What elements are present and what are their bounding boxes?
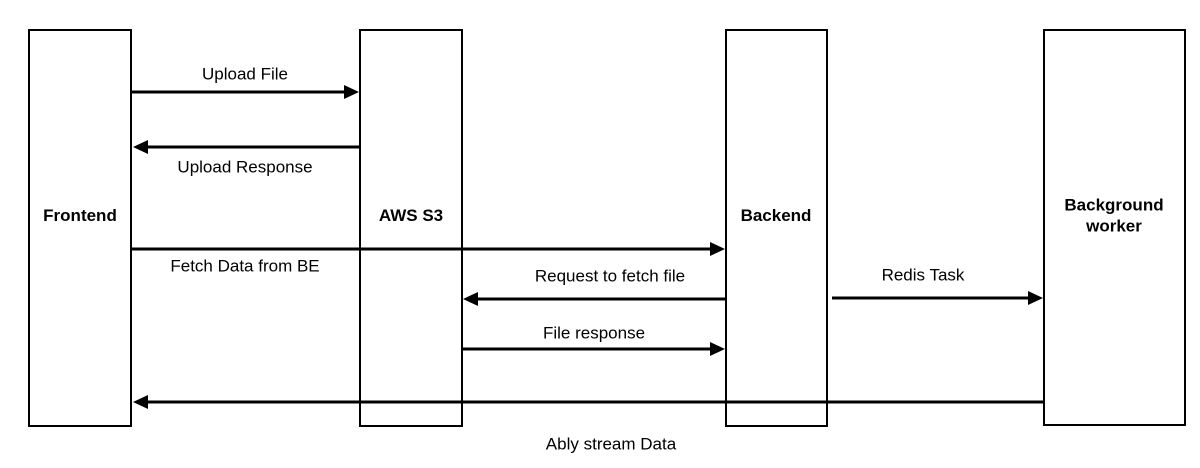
lifeline-aws-s3: AWS S3 bbox=[359, 29, 463, 427]
message-label-request-to-fetch-file: Request to fetch file bbox=[535, 266, 685, 285]
lifeline-label-frontend: Frontend bbox=[43, 206, 117, 225]
message-label-upload-file: Upload File bbox=[202, 64, 288, 83]
message-request-to-fetch-file: Request to fetch file bbox=[463, 266, 725, 306]
lifeline-box-frontend bbox=[28, 29, 132, 427]
message-label-file-response: File response bbox=[543, 323, 645, 342]
message-redis-task: Redis Task bbox=[832, 265, 1043, 305]
arrowhead-upload-file bbox=[344, 85, 359, 99]
message-file-response: File response bbox=[463, 323, 725, 356]
message-label-upload-response: Upload Response bbox=[177, 157, 312, 176]
lifeline-label-aws-s3: AWS S3 bbox=[379, 206, 443, 225]
arrowhead-fetch-data-from-be bbox=[710, 242, 725, 256]
message-upload-response: Upload Response bbox=[133, 140, 359, 176]
arrowhead-upload-response bbox=[133, 140, 148, 154]
arrowhead-redis-task bbox=[1028, 291, 1043, 305]
arrowhead-request-to-fetch-file bbox=[463, 292, 478, 306]
lifeline-box-backend bbox=[725, 29, 828, 427]
lifeline-backend: Backend bbox=[725, 29, 828, 427]
lifeline-box-background-worker bbox=[1043, 29, 1186, 426]
message-label-ably-stream-data: Ably stream Data bbox=[546, 434, 677, 453]
message-label-fetch-data-from-be: Fetch Data from BE bbox=[170, 256, 319, 275]
arrowhead-file-response bbox=[710, 342, 725, 356]
message-fetch-data-from-be: Fetch Data from BE bbox=[132, 242, 725, 275]
message-upload-file: Upload File bbox=[132, 64, 359, 99]
message-ably-stream-data: Ably stream Data bbox=[133, 395, 1044, 453]
lifeline-label-backend: Backend bbox=[741, 206, 812, 225]
lifeline-box-aws-s3 bbox=[359, 29, 463, 427]
lifeline-frontend: Frontend bbox=[28, 29, 132, 427]
message-label-redis-task: Redis Task bbox=[882, 265, 965, 284]
arrowhead-ably-stream-data bbox=[133, 395, 148, 409]
